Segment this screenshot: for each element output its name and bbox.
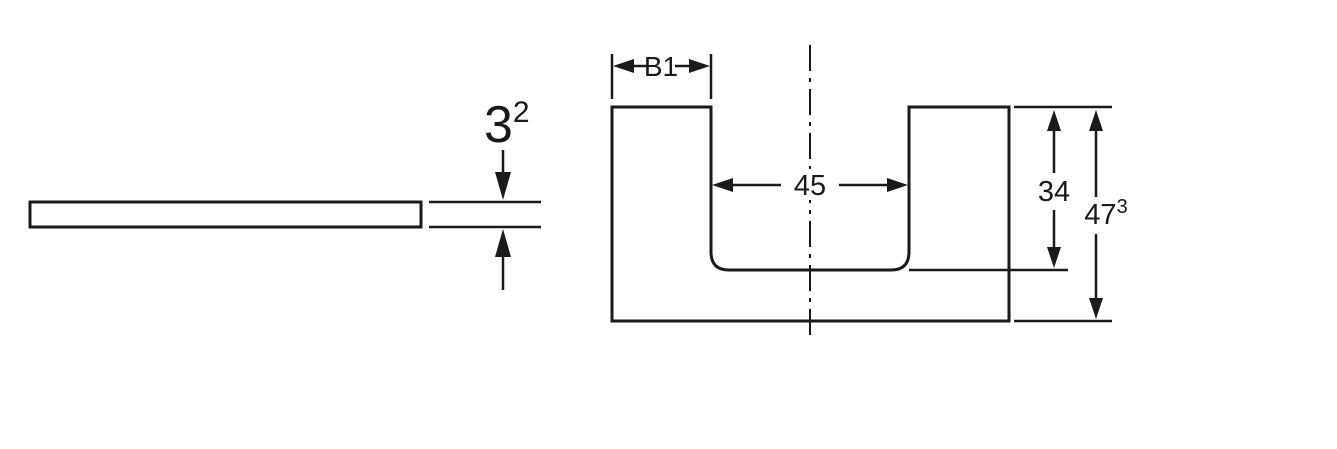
dim-arrow-left-b1: [613, 59, 634, 73]
b1-label: B1: [644, 51, 678, 82]
dim-arrow-down-34: [1047, 247, 1061, 268]
top-view-plate-outline: [610, 105, 1011, 323]
dim-arrow-down-47: [1089, 298, 1103, 319]
overall-depth-superscript: 3: [1117, 196, 1128, 218]
side-view: [28, 150, 541, 290]
line-work: [28, 45, 1112, 338]
overall-depth-value: 47: [1084, 199, 1116, 231]
dim-arrow-down-thickness: [495, 172, 511, 200]
side-view-plate-outline: [28, 200, 423, 229]
overall-depth-label: 473: [1084, 196, 1127, 231]
dim-arrow-right-b1: [689, 59, 710, 73]
dim-arrow-right-45: [887, 178, 908, 192]
thickness-value: 3: [484, 96, 513, 154]
dim-arrow-up-47: [1089, 110, 1103, 131]
thickness-label: 32: [484, 96, 530, 154]
dim-arrow-up-34: [1047, 110, 1061, 131]
dimension-labels: 32 B1 45 34 473: [484, 51, 1128, 231]
arrowheads: [495, 59, 1103, 319]
thickness-superscript: 2: [513, 96, 530, 129]
cutout-width-label: 45: [794, 170, 826, 202]
label-mask-45: [788, 169, 832, 200]
dim-arrow-up-thickness: [495, 229, 511, 257]
cutout-depth-label: 34: [1038, 176, 1070, 208]
dim-arrow-left-45: [712, 178, 733, 192]
